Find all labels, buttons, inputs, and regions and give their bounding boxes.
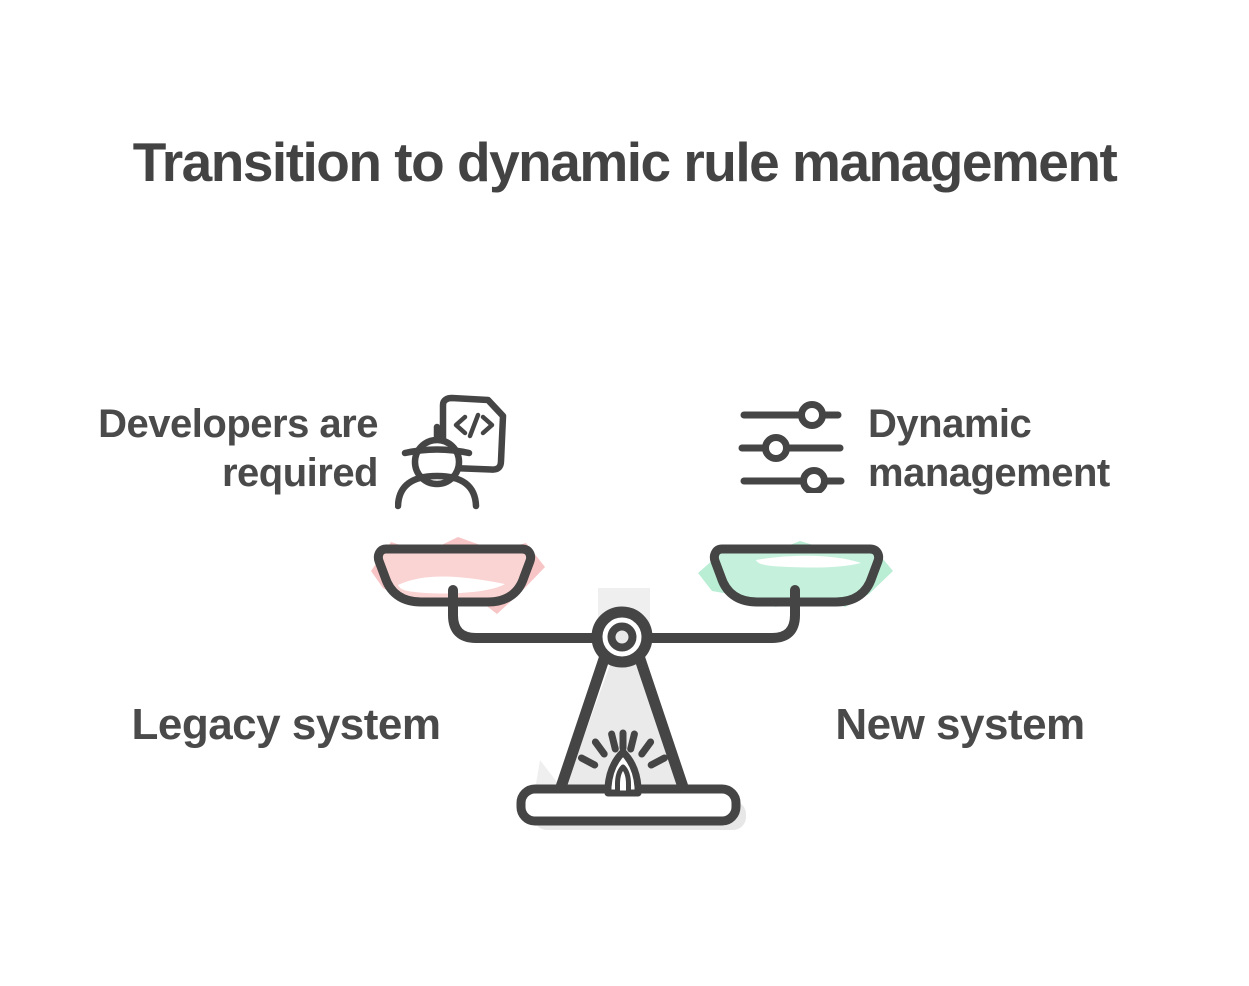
- pan-label-new: New system: [835, 700, 1085, 749]
- pan-label-legacy: Legacy system: [131, 700, 441, 749]
- stand-leg-right: [633, 650, 691, 799]
- right-pan: [709, 544, 884, 607]
- feature-legacy-text: Developers are required: [98, 400, 378, 498]
- right-pan-gloss: [756, 555, 861, 568]
- hard-hat-brim: [401, 446, 473, 457]
- left-pan-gloss: [398, 576, 505, 594]
- scale-pivot: [591, 606, 653, 668]
- slider-row-1: [740, 401, 842, 429]
- page-title: Transition to dynamic rule management: [132, 131, 1118, 193]
- code-bracket-left: [453, 414, 468, 436]
- feature-dynamic-line1: Dynamic: [868, 402, 1032, 446]
- code-bracket-right: [480, 414, 495, 436]
- feature-legacy-line2: required: [221, 451, 379, 495]
- gauge-needle: [604, 748, 642, 797]
- slider-row-2: [738, 434, 844, 462]
- slider-row-3: [740, 467, 845, 493]
- gauge-ticks: [578, 729, 668, 769]
- feature-dynamic-text: Dynamic management: [868, 400, 1110, 498]
- left-pan: [373, 544, 536, 607]
- engineer-person: [395, 423, 480, 510]
- stand-leg-left: [553, 650, 611, 799]
- code-slash: [467, 412, 481, 439]
- shoulders: [395, 472, 480, 510]
- sliders-icon: [738, 401, 845, 493]
- slider-knob-1: [798, 401, 826, 429]
- engineer-with-code-document-icon: [395, 394, 507, 510]
- slider-knob-2: [762, 434, 790, 462]
- feature-dynamic-line2: management: [868, 451, 1110, 495]
- slider-knob-3: [800, 467, 828, 493]
- feature-legacy-line1: Developers are: [98, 402, 378, 446]
